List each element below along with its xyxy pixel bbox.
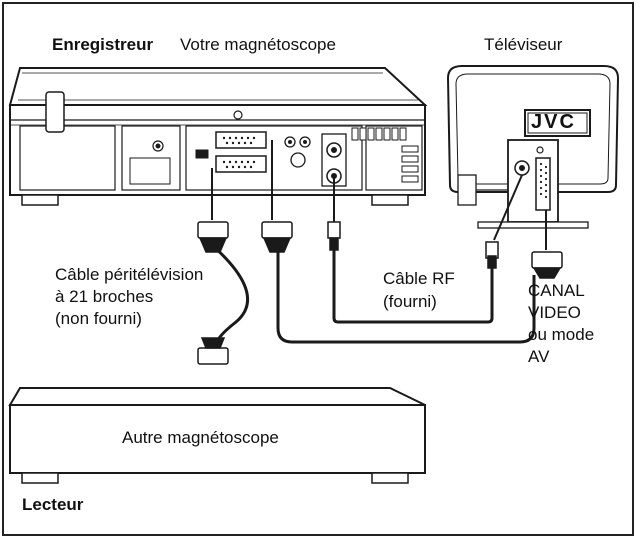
rf-cable-line2: (fourni): [383, 292, 437, 311]
recorder-desc: Votre magnétoscope: [180, 35, 336, 54]
tv-label: Téléviseur: [484, 35, 563, 54]
canal-line3: ou mode: [528, 325, 595, 344]
recorder-label: Enregistreur: [52, 35, 154, 54]
other-vcr-label: Autre magnétoscope: [122, 428, 279, 447]
scart-plug-2: [261, 221, 293, 253]
rf-plug-2: [485, 241, 499, 269]
canal-line2: VIDEO: [528, 303, 581, 322]
tv-logo: JVC: [531, 111, 576, 133]
rf-plug-1: [327, 221, 341, 251]
cables: [211, 243, 536, 351]
canal-line1: CANAL: [528, 281, 585, 300]
television: [446, 65, 620, 229]
scart-plug-1: [197, 221, 229, 253]
recorder-vcr: [8, 67, 428, 206]
scart-plug-4: [531, 251, 563, 279]
scart-cable-line3: (non fourni): [55, 309, 142, 328]
scart-plug-3: [197, 337, 229, 365]
scart-cable-line1: Câble péritélévision: [55, 265, 204, 284]
scart-cable-line2: à 21 broches: [55, 287, 154, 306]
canal-line4: AV: [528, 347, 550, 366]
rf-cable-line1: Câble RF: [383, 269, 455, 288]
other-vcr: [8, 387, 426, 484]
cable-risers: [211, 140, 547, 250]
player-label: Lecteur: [22, 495, 84, 514]
